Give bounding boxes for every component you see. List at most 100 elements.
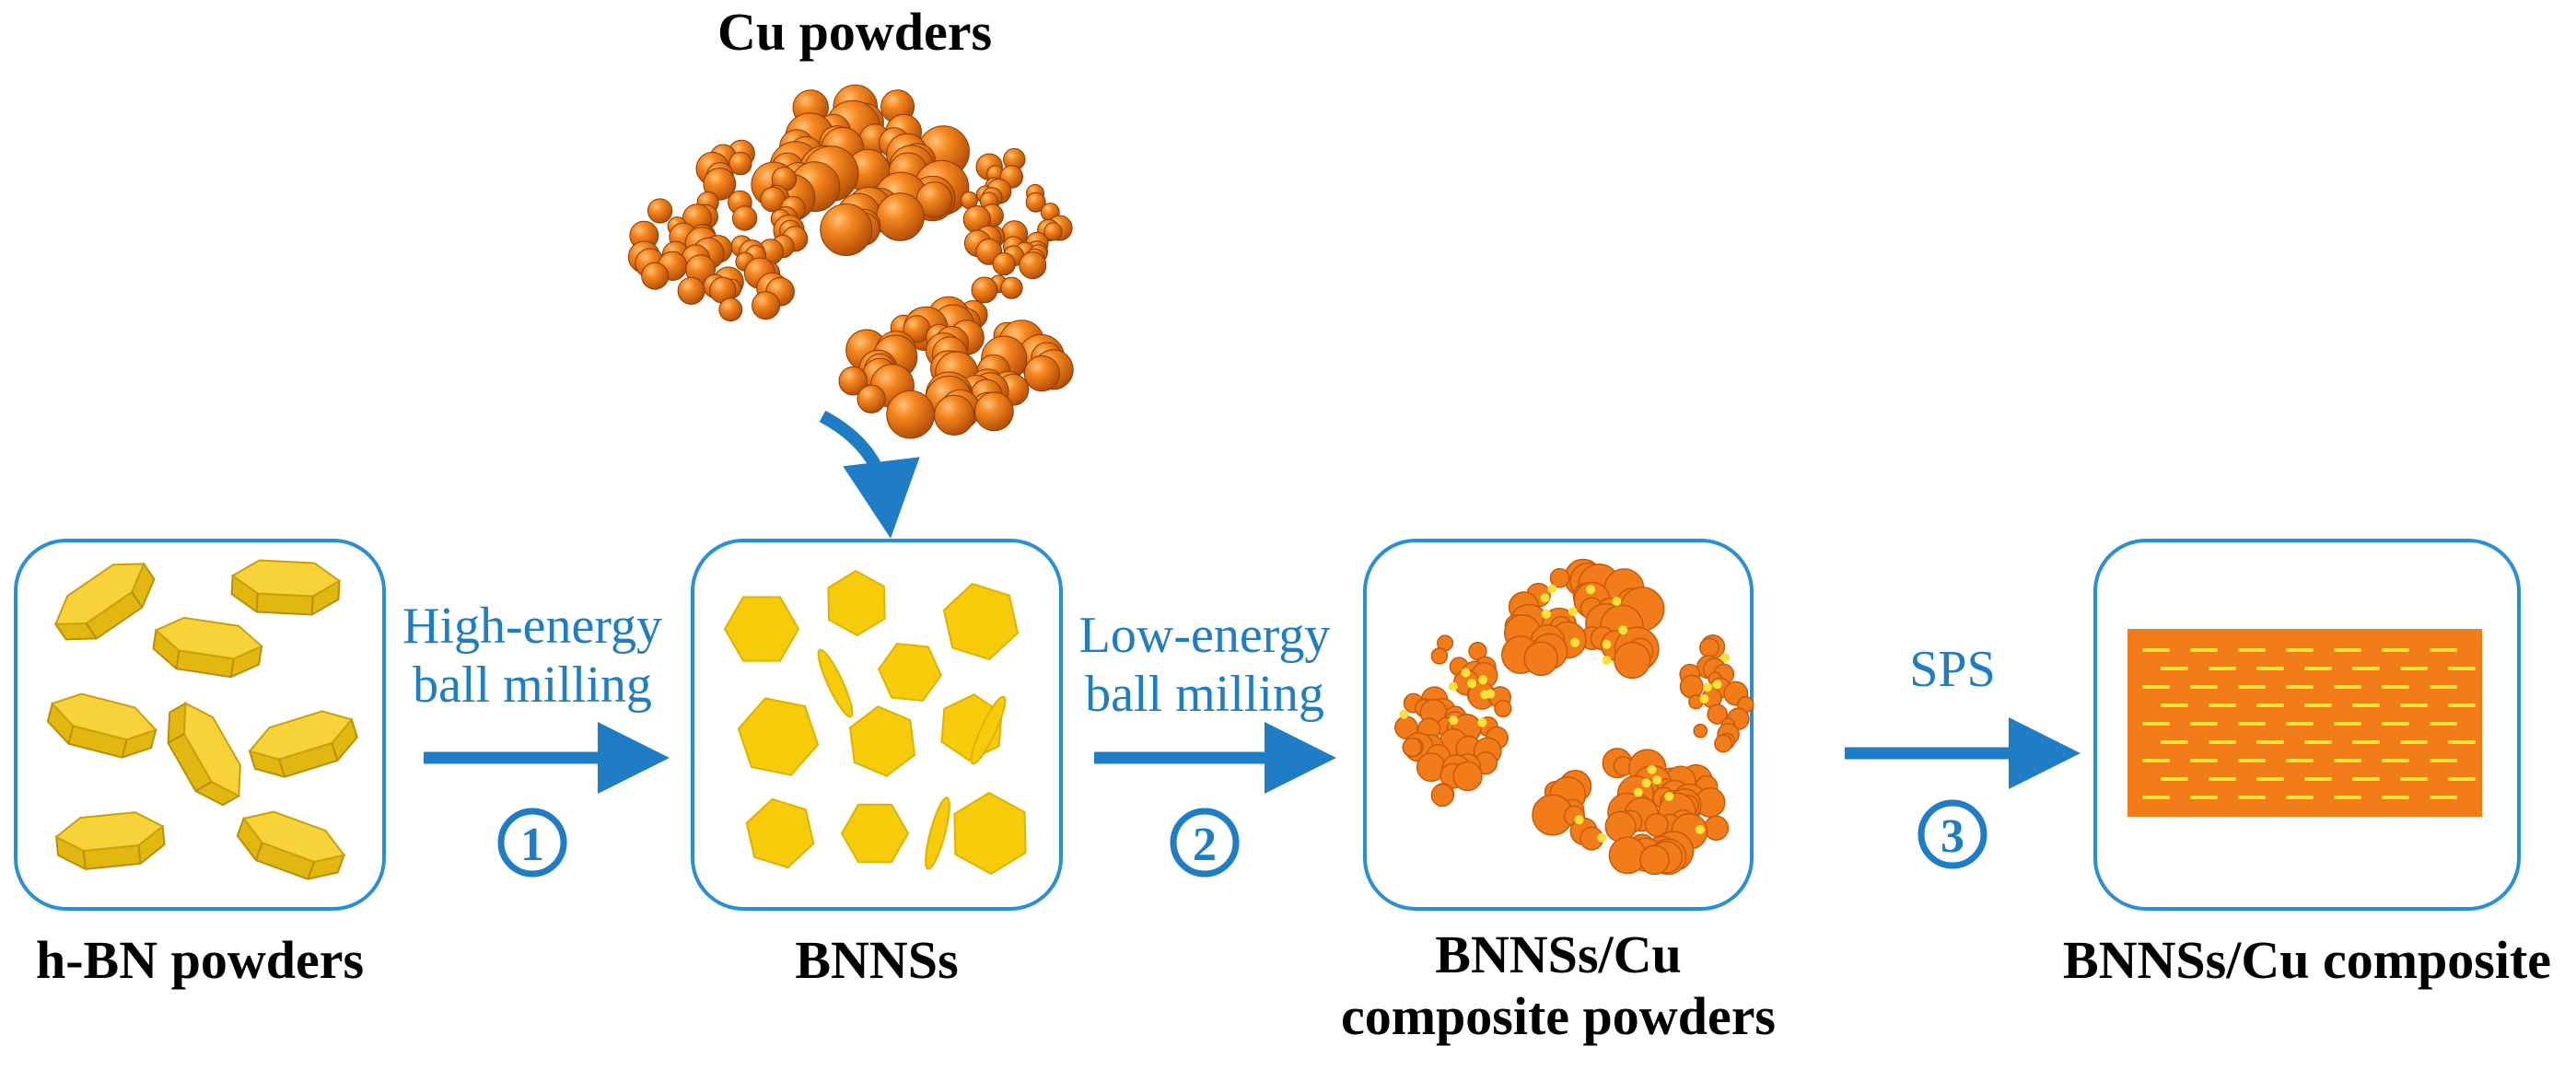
step-1-circle [497, 808, 567, 878]
hbn-flake-top [248, 710, 354, 761]
bnns-inclusion-dot [1477, 717, 1487, 727]
cu-particle [820, 204, 873, 256]
cu-particle [974, 391, 1014, 432]
cu-particle [729, 151, 752, 176]
bnns-sheet [723, 596, 800, 662]
step-3-label: SPS [1909, 641, 1996, 698]
bnns-inclusion-dot [1720, 653, 1731, 663]
cu-particle [647, 198, 673, 224]
hbn-flake-edge [310, 596, 314, 615]
hbn-flake [152, 616, 263, 679]
step-2-label: Low-energy ball milling [1079, 606, 1331, 725]
bnns-inclusion-dot [1570, 637, 1580, 647]
bnns-sheet [827, 569, 886, 637]
cu-powder-clusters [627, 84, 1074, 439]
step-1-label: High-energy ball milling [402, 597, 662, 715]
hbn-flake-edge [229, 658, 235, 678]
step-1-label-line1: High-energy [402, 598, 662, 655]
bnns-inclusion-dot [1449, 715, 1459, 726]
hbn-flake-edge [137, 844, 142, 864]
bnns-inclusion-dot [1695, 825, 1705, 834]
bnns-inclusion-dot [1647, 764, 1657, 774]
hbn-flake-edge [82, 850, 87, 869]
bnns-inclusion-dot [1633, 787, 1643, 797]
cu-particle [1023, 355, 1061, 392]
hbn-flake-edge [307, 861, 316, 880]
hbn-flake [53, 562, 156, 641]
composite-particle [1452, 761, 1483, 792]
step-2-circle [1170, 808, 1240, 878]
bnns-inclusion-dot [1602, 639, 1612, 649]
hbn-flake-top [182, 702, 241, 797]
bnnss-label: BNNSs [795, 930, 959, 990]
bnns-inclusion-dot [1641, 778, 1651, 788]
bnns-inclusion-dot [1448, 681, 1458, 692]
hbn-flake [248, 710, 358, 778]
bnns-inclusion-dot [1652, 775, 1662, 785]
bnns-inclusion-dot [1602, 656, 1612, 666]
bnns-sheet [942, 582, 1020, 661]
bnns-inclusion-dot [1540, 593, 1550, 603]
composite-label: BNNSs/Cu composite [2062, 930, 2552, 990]
composite-particle [1679, 674, 1704, 699]
step-2-number: 2 [1193, 819, 1217, 871]
cu-particle [677, 276, 705, 305]
hbn-powders-label: h-BN powders [35, 930, 365, 990]
cu-particle [992, 252, 1016, 276]
hbn-flake-top [53, 563, 146, 625]
cu-particle [752, 291, 781, 320]
hbn-flake-edge [168, 733, 185, 744]
bnns-inclusion-dot [1541, 609, 1551, 619]
step-3-circle [1917, 799, 1987, 869]
bnns-inclusion-dot [1618, 625, 1628, 635]
cu-particle [1025, 192, 1046, 213]
cu-particle [886, 390, 935, 439]
bnns-inclusion-dot [1547, 584, 1557, 594]
bnns-sheet-edge [925, 797, 950, 870]
composite-particle [1644, 812, 1669, 837]
bnns-inclusion-dot [1467, 679, 1477, 689]
bnns-inclusion-dot [1399, 709, 1409, 719]
bnns-sheet [737, 697, 820, 776]
bnns-inclusion-dot [1480, 690, 1490, 700]
composite-particle [1494, 699, 1512, 718]
bnns-sheet [840, 803, 910, 864]
hbn-flake-edge [331, 742, 339, 762]
cu-particle [876, 192, 925, 241]
cu-particle [1043, 222, 1063, 241]
cu-particle [718, 297, 743, 322]
composite-particle [1703, 815, 1730, 841]
cu-particle [1019, 251, 1047, 280]
hbn-flake [230, 559, 342, 616]
composite-powders-label-line2: composite powders [1340, 985, 1777, 1046]
hbn-flake-edge [67, 726, 75, 745]
composite-particle [1614, 641, 1651, 680]
bnns-streaks [2142, 648, 2476, 799]
cu-feed-arrow [819, 410, 920, 539]
hbn-flake [167, 701, 241, 807]
step-1-number: 1 [520, 819, 544, 871]
composite-powder-clusters [1394, 558, 1754, 876]
cu-powders-label: Cu powders [717, 2, 993, 62]
composite-particle [1402, 737, 1422, 758]
step-3-number: 3 [1941, 810, 1964, 863]
composite-particle [1430, 647, 1449, 665]
composite-particle [1608, 836, 1647, 875]
hbn-flakes [46, 559, 358, 880]
hbn-flake-edge [194, 781, 213, 792]
composite-particle [1523, 641, 1559, 677]
bnns-sheet-edge [817, 648, 854, 718]
composite-particle [1639, 844, 1670, 876]
composite-particle [1699, 637, 1719, 658]
hbn-flake-edge [254, 843, 263, 861]
bnns-sheets [723, 569, 1027, 876]
bnns-inclusion-dot [1664, 791, 1674, 801]
composite-particle [1707, 704, 1728, 725]
composite-particle [1549, 567, 1570, 588]
cu-particle [731, 205, 758, 231]
hbn-flake-edge [131, 591, 144, 609]
bnns-sheet [848, 705, 916, 777]
bnns-inclusion-dot [1478, 675, 1488, 685]
